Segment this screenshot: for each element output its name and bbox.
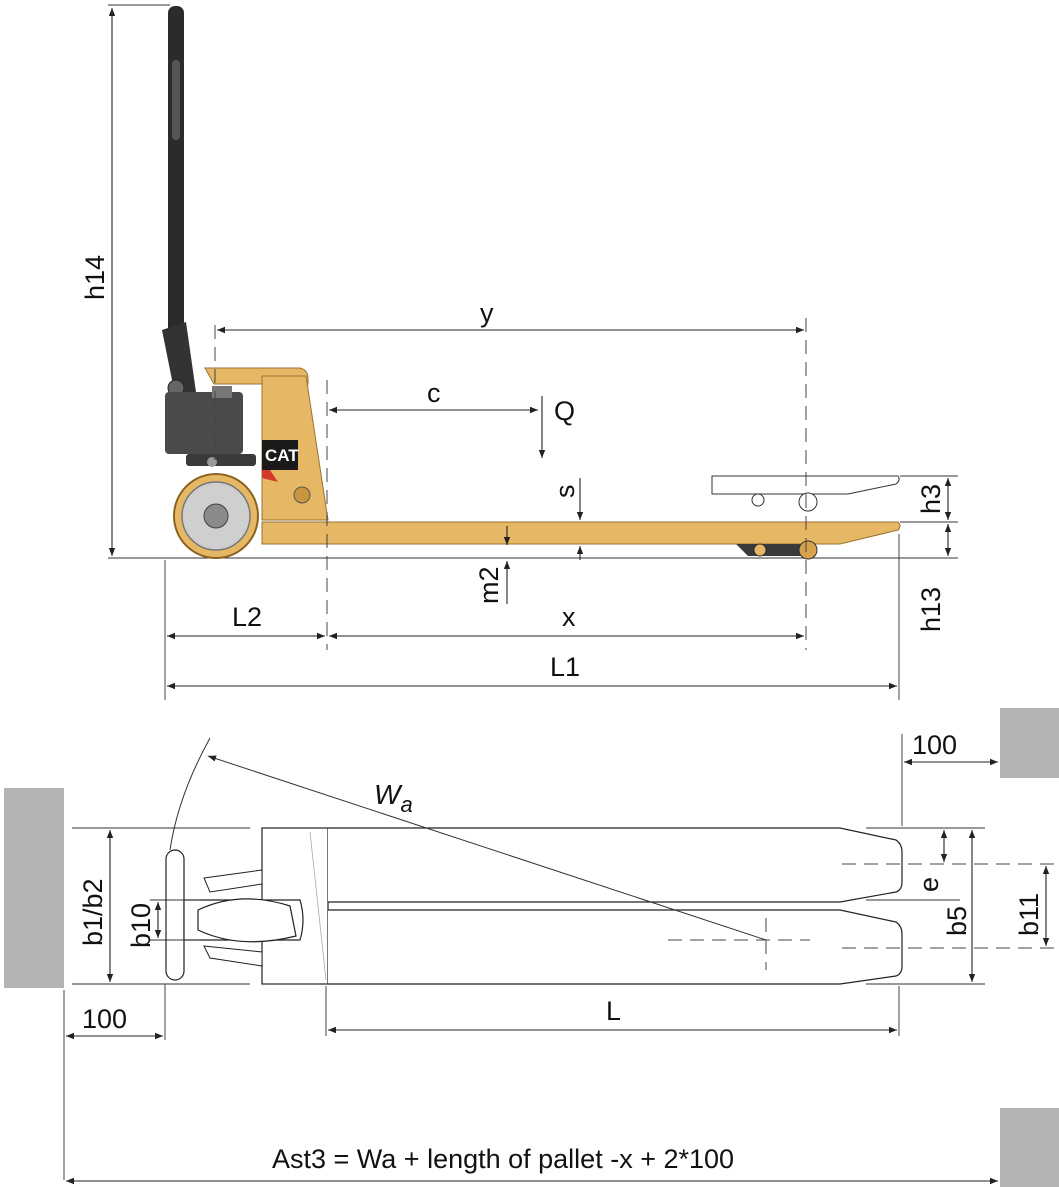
gray-block-left <box>4 788 64 988</box>
label-l2: L2 <box>232 602 262 632</box>
gray-block-bottom-right <box>1000 1108 1059 1187</box>
label-100-bottom: 100 <box>82 1004 127 1034</box>
label-e: e <box>914 877 944 892</box>
label-h13: h13 <box>916 587 946 632</box>
label-wa: Wa <box>374 779 413 817</box>
label-100-top: 100 <box>912 730 957 760</box>
tiller-plan <box>165 849 185 981</box>
label-y: y <box>480 298 494 328</box>
label-c: c <box>427 378 441 408</box>
label-h3: h3 <box>916 484 946 514</box>
ast3-formula: Ast3 = Wa + length of pallet -x + 2*100 <box>272 1144 734 1174</box>
label-l1: L1 <box>550 652 580 682</box>
label-q: Q <box>554 396 575 426</box>
plan-drawing: Wa 100 b1/b2 b10 e b5 b11 100 L Ast3 = W… <box>0 700 1059 1187</box>
cat-logo-text: CAT <box>265 446 299 465</box>
load-roller <box>736 540 818 560</box>
label-b10: b10 <box>126 903 156 948</box>
fork-lower-plan <box>328 909 903 985</box>
side-view: CAT h14 y c Q <box>80 4 958 700</box>
hydraulic-pump <box>165 386 256 467</box>
dim-wa <box>207 755 767 941</box>
label-b1b2: b1/b2 <box>78 878 108 946</box>
truck-body: CAT <box>204 367 329 521</box>
label-b11: b11 <box>1014 893 1044 936</box>
tiller-handle <box>162 6 196 400</box>
label-m2: m2 <box>474 566 504 604</box>
label-b5: b5 <box>942 906 972 936</box>
label-h14: h14 <box>80 255 110 300</box>
label-l: L <box>606 996 621 1026</box>
fork-upper-plan <box>328 827 903 903</box>
label-s: s <box>550 485 580 499</box>
fork-lowered <box>261 521 901 545</box>
label-x: x <box>562 602 576 632</box>
cat-logo <box>262 440 298 470</box>
steer-wheel <box>173 473 259 559</box>
gray-block-top-right <box>1000 708 1059 778</box>
